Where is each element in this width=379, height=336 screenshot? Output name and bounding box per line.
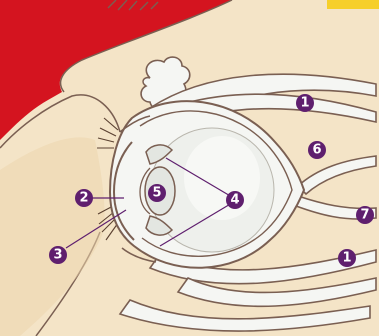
callout-number: 6 [312, 143, 321, 158]
callout-number: 7 [360, 208, 369, 223]
callout-number: 3 [53, 248, 62, 263]
callout-badge-4: 4 [226, 191, 244, 209]
callout-number: 2 [79, 191, 88, 206]
callout-badge-6: 6 [308, 141, 326, 159]
callout-number: 1 [342, 251, 351, 266]
callout-number: 5 [152, 186, 161, 201]
callout-badge-3: 3 [49, 246, 67, 264]
callout-badge-1-top: 1 [296, 94, 314, 112]
vitreous-highlight [184, 136, 260, 220]
yellow-accent [327, 0, 379, 9]
callout-number: 1 [300, 96, 309, 111]
callout-badge-5: 5 [148, 184, 166, 202]
callout-badge-2: 2 [75, 189, 93, 207]
callout-number: 4 [230, 193, 239, 208]
callout-badge-1-bottom: 1 [338, 249, 356, 267]
callout-badge-7: 7 [356, 206, 374, 224]
